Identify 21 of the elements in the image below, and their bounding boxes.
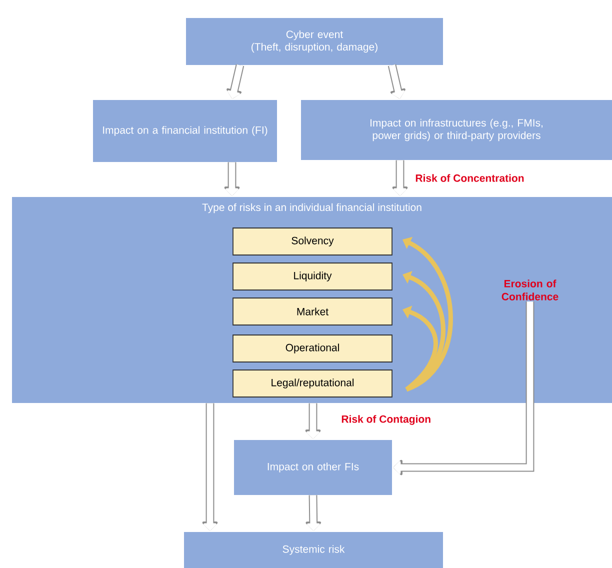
process-box: Impact on other FIs [234,440,392,495]
block-arrow [305,403,321,438]
block-arrow [392,160,408,196]
block-arrow [202,403,218,530]
risk-box: Solvency [232,228,392,256]
block-arrow [306,495,322,530]
process-box: Impact on infrastructures (e.g., FMIs, power grids) or third-party providers [301,100,612,160]
risk-label: Erosion of Confidence [502,280,558,300]
process-box: Impact on a financial institution (FI) [93,100,277,162]
edge-label: Risk of Contagion [342,415,430,425]
risk-box: Market [232,298,392,326]
risk-box: Liquidity [232,262,392,290]
block-arrow [226,64,244,99]
process-box: Systemic risk [184,532,443,568]
risk-box: Legal/reputational [232,370,392,398]
process-box: Cyber event (Theft, disruption, damage) [186,18,443,65]
risk-box: Operational [232,334,392,362]
block-arrow [224,162,240,196]
block-arrow [394,302,534,476]
block-arrow [388,64,406,99]
edge-label: Risk of Concentration [416,174,524,182]
